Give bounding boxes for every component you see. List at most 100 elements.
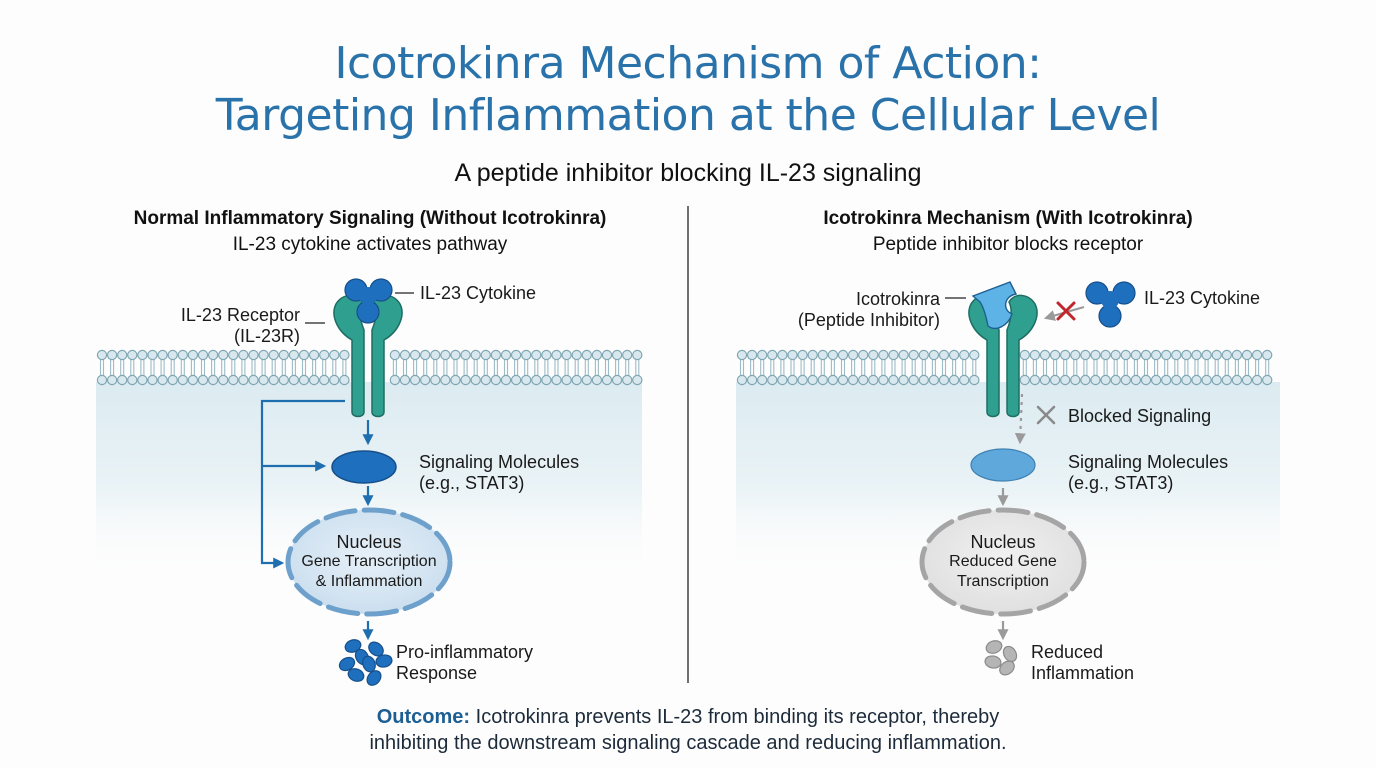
lipid-head [531,374,542,386]
lipid-head [480,349,491,361]
lipid-head [1191,349,1202,361]
lipid-head [1080,349,1091,361]
lipid-head [551,349,562,361]
lipid-head [268,349,279,361]
label-reduced-inflammation: Reduced Inflammation [1031,642,1134,684]
lipid-head [878,349,889,361]
nucleus-line1-left: Gene Transcription [301,553,437,570]
lipid-head [490,349,502,361]
lipid-head [632,374,643,386]
lipid-head [278,349,289,361]
lipid-head [918,374,930,386]
lipid-head [1211,374,1222,386]
lipid-head [807,349,818,361]
diagram-title: Icotrokinra Mechanism of Action: Targeti… [0,38,1376,142]
lipid-head [308,349,320,361]
lipid-head [847,349,859,361]
lipid-head [116,374,128,386]
lipid-head [147,349,158,361]
lipid-head [1171,374,1182,386]
lipid-head [430,374,441,386]
lipid-head [868,374,879,386]
lipid-head [319,349,330,361]
lipid-head [908,349,919,361]
cytokine-particle [347,668,365,682]
lipid-head [187,374,199,386]
lipid-head [1110,349,1121,361]
icotrokinra-peptide-inhibitor [971,281,1018,330]
lipid-head [807,374,818,386]
lipid-head [948,374,960,386]
lipid-head [258,349,269,361]
lipid-head [622,349,633,361]
lipid-head [1120,374,1132,386]
lipid-head [207,349,219,361]
lipid-head [420,349,431,361]
lipid-head [777,349,788,361]
cytokine-particle [984,655,1002,669]
lipid-head [1070,374,1081,386]
panel-divider [687,206,689,683]
lipid-head [787,374,798,386]
lipid-head [581,374,593,386]
lipid-head [470,349,481,361]
lipid-head [1039,374,1051,386]
lipid-head [521,374,532,386]
lipid-head [1019,349,1031,361]
signaling-label-line1: Signaling Molecules [419,452,580,472]
lipid-head [878,374,889,386]
receptor-label-line1: IL-23 Receptor [180,305,300,325]
lipid-head [329,349,340,361]
lipid-head [888,349,899,361]
lipid-head [1171,349,1182,361]
lipid-head [531,349,542,361]
lipid-head [632,349,643,361]
lipid-head [1231,374,1243,386]
il23-cytokine-right [1085,281,1136,328]
response-label-line2-right: Inflammation [1031,663,1135,683]
lipid-head [510,349,522,361]
lipid-head [177,374,188,386]
lipid-head [959,374,970,386]
reduced-inflammation-cluster [984,640,1018,676]
signal-arrows-left [260,399,374,641]
lipid-head [1160,349,1172,361]
blocked-signal-arrow [1014,393,1026,445]
lipid-head [460,349,471,361]
nucleus-right [919,507,1087,617]
lipid-head [1201,349,1212,361]
lipid-head [928,349,940,361]
lipid-head [898,349,909,361]
lipid-head [1140,374,1152,386]
label-il23-receptor: IL-23 Receptor (IL-23R) [160,305,300,347]
label-il23-cytokine-left: IL-23 Cytokine [420,283,537,303]
nucleus-left [285,507,453,617]
lipid-head [228,349,239,361]
nucleus-label-right: Nucleus Reduced Gene Transcription [913,532,1093,592]
receptor-label-line2: (IL-23R) [233,326,300,346]
right-panel-header: Icotrokinra Mechanism (With Icotrokinra)… [698,206,1318,258]
lipid-head [1059,374,1071,386]
lipid-head [898,374,909,386]
label-icotrokinra-inhibitor: Icotrokinra (Peptide Inhibitor) [770,289,940,331]
nucleus-title-left: Nucleus [336,532,402,552]
lipid-head [510,374,522,386]
block-x-icon [1056,301,1076,321]
lipid-head [420,374,431,386]
lipid-head [238,349,249,361]
signaling-label-line2-right: (e.g., STAT3) [1068,473,1174,493]
left-panel-subheading: IL-23 cytokine activates pathway [232,234,508,255]
lipid-head [1211,349,1222,361]
lipid-head [248,349,259,361]
lipid-head [430,349,441,361]
response-label-line2-left: Response [396,663,478,683]
lipid-head [1130,374,1142,386]
lipid-head [1090,374,1101,386]
lipid-head [837,349,849,361]
lipid-head [157,349,168,361]
lipid-head [96,349,108,361]
lipid-head [116,349,128,361]
lipid-head [969,374,980,386]
outcome-summary: Outcome: Icotrokinra prevents IL-23 from… [0,704,1376,756]
lipid-head [928,374,940,386]
